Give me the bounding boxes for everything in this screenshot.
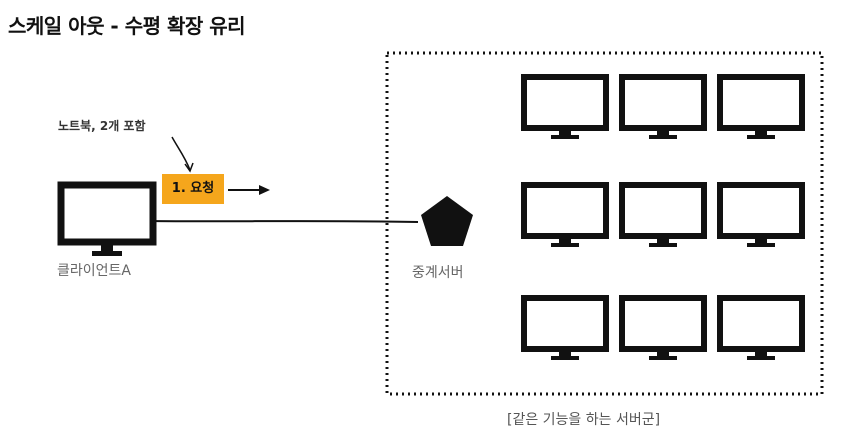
server-monitor-icon xyxy=(521,74,609,139)
server-group-label: [같은 기능을 하는 서버군] xyxy=(507,412,661,428)
server-monitor-icon xyxy=(717,295,805,360)
server-monitor-icon xyxy=(619,295,707,360)
server-monitor-icon xyxy=(619,74,707,139)
client-monitor-icon xyxy=(57,181,157,256)
client-relay-connection xyxy=(152,220,419,223)
note-arrow xyxy=(171,136,191,171)
relay-server-icon xyxy=(421,196,473,246)
note-annotation: 노트북, 2개 포함 xyxy=(58,119,146,133)
server-monitor-icon xyxy=(717,74,805,139)
request-arrow-head xyxy=(259,185,270,195)
client-label: 클라이언트A xyxy=(57,263,131,279)
server-monitor-icon xyxy=(521,182,609,247)
relay-server-label: 중계서버 xyxy=(412,265,464,281)
server-monitor-icon xyxy=(619,182,707,247)
request-badge: 1. 요청 xyxy=(162,174,224,204)
server-monitor-icon xyxy=(717,182,805,247)
page-title: 스케일 아웃 - 수평 확장 유리 xyxy=(8,14,246,38)
note-arrow-head xyxy=(184,162,194,173)
server-group-boundary xyxy=(385,51,824,396)
server-monitor-icon xyxy=(521,295,609,360)
